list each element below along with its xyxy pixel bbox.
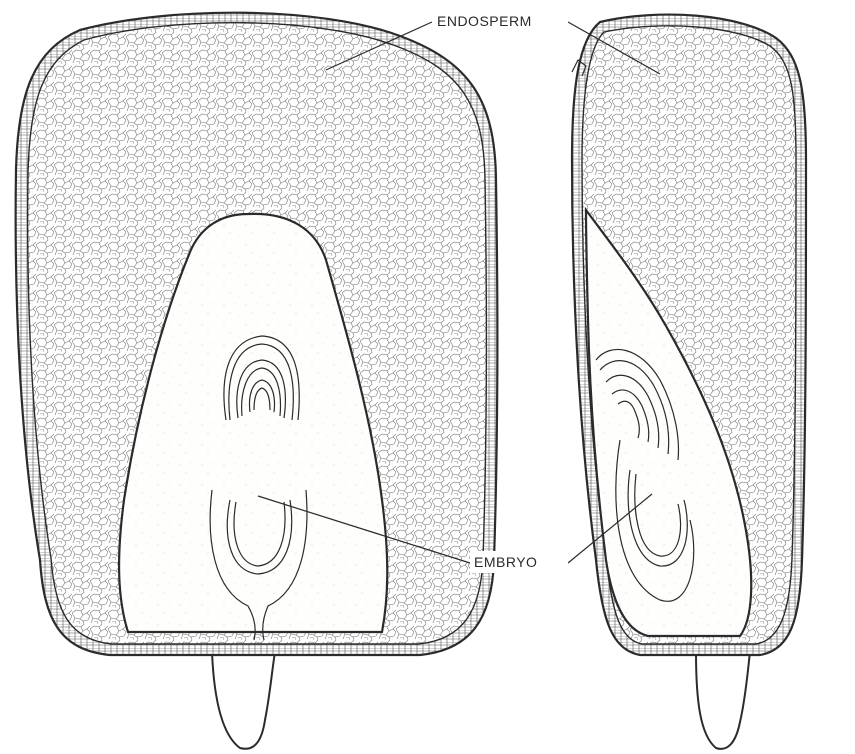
embryo-label: EMBRYO <box>474 554 537 570</box>
side-section-kernel <box>572 15 806 749</box>
front-pedicel <box>212 652 275 749</box>
front-section-kernel <box>16 13 498 749</box>
side-pedicel <box>696 652 750 749</box>
endosperm-label: ENDOSPERM <box>437 13 532 29</box>
